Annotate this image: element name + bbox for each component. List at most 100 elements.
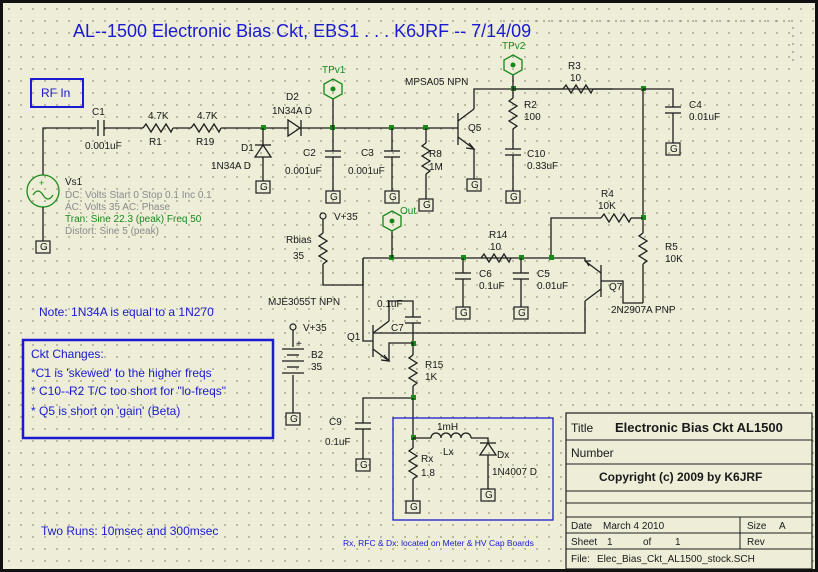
capacitor-c4 — [665, 106, 681, 114]
c6-value: 0.1uF — [479, 281, 505, 292]
title-block — [565, 412, 813, 569]
r1-ref: R1 — [149, 137, 162, 148]
tb-date-label: Date — [571, 521, 593, 532]
vs1-distort: Distort: Sine 5 (peak) — [65, 226, 159, 237]
r15-value: 1K — [425, 372, 438, 383]
battery-b2 — [282, 348, 304, 374]
node-c6 — [461, 255, 466, 260]
c4-value: 0.01uF — [689, 112, 720, 123]
ground-c5-label: G — [518, 308, 526, 319]
resistor-r1 — [142, 122, 174, 134]
capacitor-c9 — [355, 422, 371, 430]
r14-value: 10 — [490, 242, 502, 253]
testpoint-tpv1-dot — [330, 86, 336, 92]
wire-q1-emitter — [388, 342, 414, 361]
testpoint-out-dot — [389, 218, 395, 224]
svg-text:+: + — [39, 178, 44, 188]
node-r15-bottom — [411, 395, 416, 400]
r19-value: 4.7K — [197, 111, 218, 122]
capacitor-c1 — [97, 120, 105, 136]
ground-b2-label: G — [290, 414, 298, 425]
c1-value: 0.001uF — [85, 141, 122, 152]
wire-c7-top — [388, 300, 414, 321]
resistor-r8 — [420, 142, 432, 175]
tb-file-label: File: — [571, 554, 590, 565]
r15-ref: R15 — [425, 360, 444, 371]
changes-item-1: *C1 is 'skewed' to the higher freqs — [31, 366, 212, 380]
ground-c10-label: G — [510, 192, 518, 203]
tb-copyright: Copyright (c) 2009 by K6JRF — [599, 470, 762, 484]
wire-r4-left — [550, 217, 601, 258]
sheet-border — [503, 20, 794, 63]
q1-ref: Q1 — [347, 332, 361, 343]
c7-ref: C7 — [391, 323, 404, 334]
supply-v1-label: V+35 — [334, 212, 358, 223]
r2-value: 100 — [524, 112, 541, 123]
tb-date-value: March 4 2010 — [603, 521, 665, 532]
b2-plus-icon: + — [296, 339, 302, 350]
meter-board-box — [392, 417, 554, 521]
q7-ref: Q7 — [609, 282, 623, 293]
tb-size-value: A — [779, 521, 786, 532]
resistor-r15 — [407, 354, 419, 387]
page-title: AL--1500 Electronic Bias Ckt, EBS1 . . .… — [73, 21, 531, 41]
node-c5 — [519, 255, 524, 260]
c10-value: 0.33uF — [527, 161, 558, 172]
wire-q7-base — [601, 280, 643, 304]
capacitor-c5 — [513, 272, 529, 280]
c7-value: 0.1uF — [377, 299, 403, 310]
capacitor-c2 — [325, 150, 341, 158]
changes-item-2: * C10--R2 T/C too short for "lo-freqs" — [31, 384, 226, 398]
lx-ref: Lx — [443, 447, 454, 458]
testpoint-tpv2-dot — [510, 62, 516, 68]
resistor-r4 — [600, 212, 632, 224]
supply-v1-terminal-icon — [319, 212, 327, 220]
c9-value: 0.1uF — [325, 437, 351, 448]
rbias-value: 35 — [293, 251, 305, 262]
rf-in-label: RF In — [41, 86, 70, 100]
diode-dx — [478, 441, 498, 456]
wire-q7-emitter — [363, 257, 586, 261]
c9-ref: C9 — [329, 417, 342, 428]
tb-of-value: 1 — [675, 537, 681, 548]
node-r4-right — [641, 215, 646, 220]
diode-d2 — [287, 118, 302, 138]
capacitor-c6 — [455, 272, 471, 280]
d2-ref: D2 — [286, 92, 299, 103]
testpoint-out-icon — [382, 210, 402, 232]
node-c3 — [389, 125, 394, 130]
resistor-r19 — [190, 122, 222, 134]
capacitor-c10 — [505, 148, 521, 156]
ground-q5-label: G — [471, 180, 479, 191]
q7-value: 2N2907A PNP — [611, 305, 676, 316]
c4-ref: C4 — [689, 100, 702, 111]
ground-c2-label: G — [330, 192, 338, 203]
node-r4-left — [549, 255, 554, 260]
capacitor-c7 — [405, 316, 421, 324]
node-r8 — [423, 125, 428, 130]
changes-heading: Ckt Changes: — [31, 347, 104, 361]
r8-ref: R8 — [429, 149, 442, 160]
transistor-q1 — [372, 320, 391, 362]
c10-ref: C10 — [527, 149, 546, 160]
r8-value: 1M — [429, 162, 443, 173]
ground-r8-label: G — [423, 200, 431, 211]
resistor-rx — [407, 447, 419, 480]
ground-c3-label: G — [389, 192, 397, 203]
supply-v2-label: V+35 — [303, 323, 327, 334]
tb-file-value: Elec_Bias_Ckt_AL1500_stock.SCH — [597, 554, 755, 565]
c2-ref: C2 — [303, 148, 316, 159]
ground-dx-label: G — [485, 490, 493, 501]
inductor-lx — [430, 432, 472, 439]
tb-title-value: Electronic Bias Ckt AL1500 — [615, 420, 783, 435]
wire-c4-top — [643, 88, 674, 107]
r5-ref: R5 — [665, 242, 678, 253]
board-note: Rx, RFC & Dx: located on Meter & HV Cap … — [343, 538, 534, 548]
transistor-q7 — [584, 260, 602, 302]
c3-value: 0.001uF — [348, 166, 385, 177]
tb-sheet-label: Sheet — [571, 537, 597, 548]
tb-size-label: Size — [747, 521, 767, 532]
resistor-rbias — [317, 232, 329, 265]
capacitor-c3 — [384, 150, 400, 158]
